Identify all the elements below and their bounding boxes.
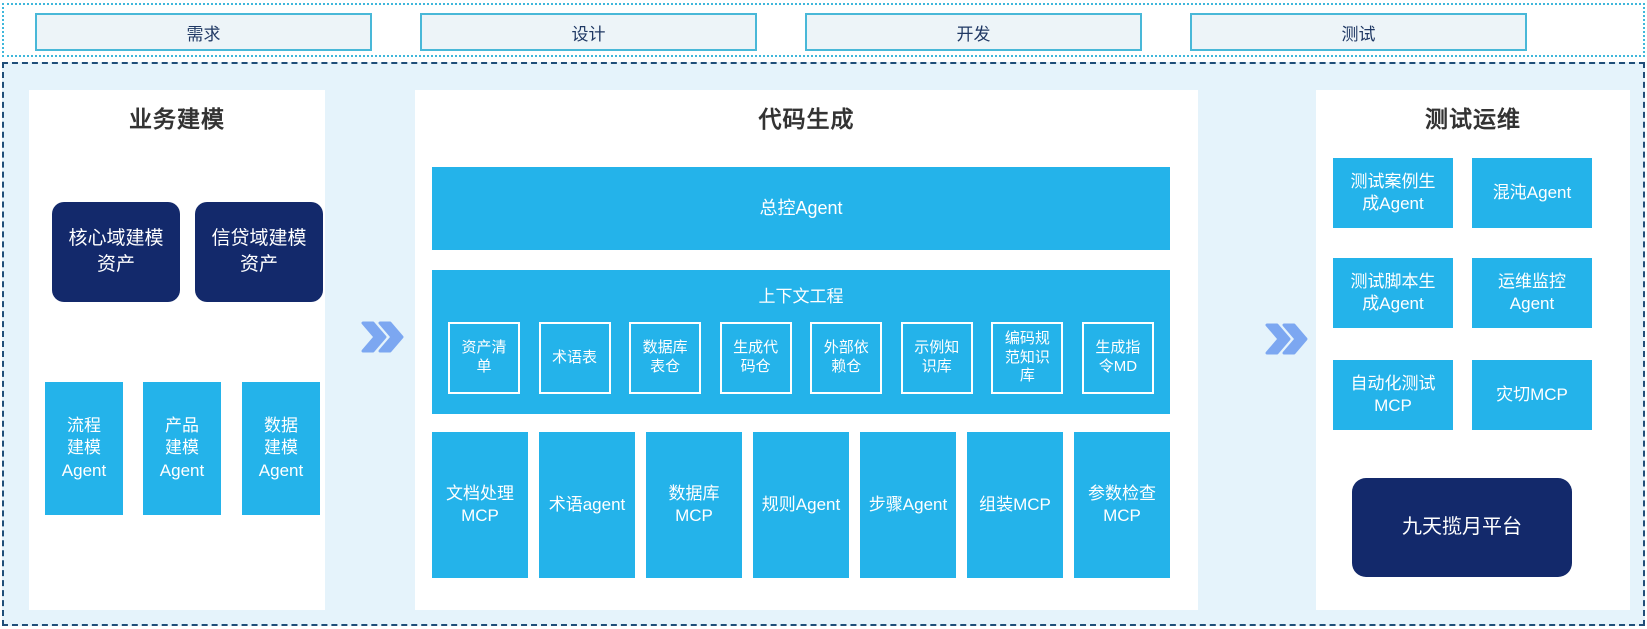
box-terminology-agent: 术语agent xyxy=(539,432,635,578)
phase-strip: 需求 设计 开发 测试 xyxy=(2,3,1645,57)
box-master-agent: 总控Agent xyxy=(432,167,1170,250)
box-disaster-switch-mcp: 灾切MCP xyxy=(1472,360,1592,430)
phase-requirements: 需求 xyxy=(35,13,372,51)
box-ops-monitoring-agent: 运维监控Agent xyxy=(1472,258,1592,328)
section-context-engineering: 上下文工程 资产清单 术语表 数据库表仓 生成代码仓 外部依赖仓 示例知识库 编… xyxy=(432,270,1170,414)
box-external-dependency-repo: 外部依赖仓 xyxy=(810,322,883,394)
box-automated-testing-mcp: 自动化测试MCP xyxy=(1333,360,1453,430)
box-jiutian-lanyue-platform: 九天揽月平台 xyxy=(1352,478,1572,577)
panel-title-code-generation: 代码生成 xyxy=(758,106,855,132)
panel-code-generation: 代码生成 总控Agent 上下文工程 资产清单 术语表 数据库表仓 生成代码仓 … xyxy=(415,90,1198,610)
box-assembly-mcp: 组装MCP xyxy=(967,432,1063,578)
box-chaos-agent: 混沌Agent xyxy=(1472,158,1592,228)
context-items-row: 资产清单 术语表 数据库表仓 生成代码仓 外部依赖仓 示例知识库 编码规范知识库… xyxy=(448,322,1154,394)
box-generated-code-repo: 生成代码仓 xyxy=(719,322,792,394)
box-database-mcp: 数据库MCP xyxy=(646,432,742,578)
box-parameter-check-mcp: 参数检查MCP xyxy=(1074,432,1170,578)
box-database-table-repo: 数据库表仓 xyxy=(629,322,702,394)
box-data-modeling-agent: 数据建模Agent xyxy=(242,382,320,515)
section-title-context-engineering: 上下文工程 xyxy=(758,287,844,306)
box-process-modeling-agent: 流程建模Agent xyxy=(45,382,123,515)
box-asset-inventory: 资产清单 xyxy=(448,322,520,394)
phase-testing: 测试 xyxy=(1190,13,1527,51)
panel-title-business-modeling: 业务建模 xyxy=(129,106,225,132)
box-test-script-generation-agent: 测试脚本生成Agent xyxy=(1333,258,1453,328)
double-chevron-right-icon xyxy=(360,320,404,354)
phase-design: 设计 xyxy=(420,13,757,51)
box-step-agent: 步骤Agent xyxy=(860,432,956,578)
double-chevron-right-icon xyxy=(1264,322,1308,356)
box-test-case-generation-agent: 测试案例生成Agent xyxy=(1333,158,1453,228)
panel-title-test-operations: 测试运维 xyxy=(1425,106,1521,132)
phase-development: 开发 xyxy=(805,13,1142,51)
box-coding-standard-knowledge-base: 编码规范知识库 xyxy=(991,322,1064,394)
box-product-modeling-agent: 产品建模Agent xyxy=(143,382,221,515)
box-credit-domain-modeling-assets: 信贷域建模资产 xyxy=(195,202,323,302)
panel-test-operations: 测试运维 测试案例生成Agent 混沌Agent 测试脚本生成Agent 运维监… xyxy=(1316,90,1630,610)
box-glossary: 术语表 xyxy=(538,322,611,394)
box-example-knowledge-base: 示例知识库 xyxy=(900,322,973,394)
box-core-domain-modeling-assets: 核心域建模资产 xyxy=(52,202,180,302)
tools-row: 文档处理MCP 术语agent 数据库MCP 规则Agent 步骤Agent 组… xyxy=(432,432,1170,578)
box-rule-agent: 规则Agent xyxy=(753,432,849,578)
box-generation-instruction-md: 生成指令MD xyxy=(1081,322,1154,394)
panel-business-modeling: 业务建模 核心域建模资产 信贷域建模资产 流程建模Agent 产品建模Agent… xyxy=(29,90,325,610)
box-document-processing-mcp: 文档处理MCP xyxy=(432,432,528,578)
main-container: 业务建模 核心域建模资产 信贷域建模资产 流程建模Agent 产品建模Agent… xyxy=(2,62,1645,626)
